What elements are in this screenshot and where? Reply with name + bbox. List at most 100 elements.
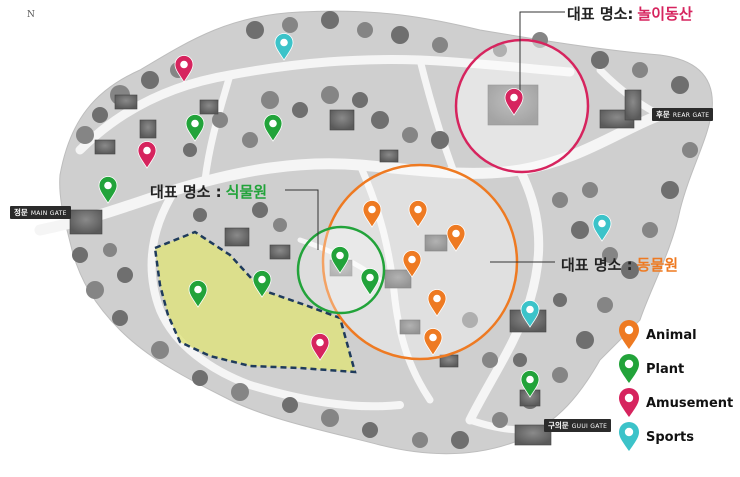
animal-pin[interactable]	[427, 289, 447, 317]
animal-pin[interactable]	[423, 328, 443, 356]
plant-pin[interactable]	[520, 370, 540, 398]
tree-icon	[92, 107, 108, 123]
tree-icon	[632, 62, 648, 78]
tree-icon	[292, 102, 308, 118]
tree-icon	[112, 310, 128, 326]
plant-pin[interactable]	[188, 280, 208, 308]
animal-pin[interactable]	[362, 200, 382, 228]
sports-pin-icon	[619, 422, 639, 451]
tree-icon	[117, 267, 133, 283]
tree-icon	[231, 383, 249, 401]
building-icon	[424, 234, 448, 252]
trees-and-buildings	[69, 11, 698, 449]
legend: Animal Plant Amusement Sports	[618, 318, 733, 454]
sports-pin[interactable]	[274, 33, 294, 61]
compass-north: N	[27, 10, 35, 20]
plant-pin[interactable]	[98, 176, 118, 204]
building-icon	[94, 139, 116, 155]
callout-leader-lines	[285, 11, 565, 263]
building-icon	[624, 89, 642, 121]
tree-icon	[362, 422, 378, 438]
tree-icon	[321, 11, 339, 29]
amusement-pin[interactable]	[174, 55, 194, 83]
tree-icon	[192, 370, 208, 386]
building-icon	[224, 227, 250, 247]
tree-icon	[552, 192, 568, 208]
tree-icon	[513, 353, 527, 367]
animal-pin[interactable]	[446, 224, 466, 252]
tree-icon	[273, 218, 287, 232]
map-pins[interactable]	[98, 33, 612, 398]
tree-icon	[571, 221, 589, 239]
tree-icon	[193, 208, 207, 222]
amusement-pin-icon	[619, 388, 639, 417]
tree-icon	[141, 71, 159, 89]
amusement-highlight-circle	[454, 38, 590, 174]
tree-icon	[261, 91, 279, 109]
tree-icon	[482, 352, 498, 368]
sports-pin[interactable]	[592, 214, 612, 242]
legend-label-sports: Sports	[646, 429, 694, 445]
tree-icon	[451, 431, 469, 449]
building-icon	[379, 149, 399, 163]
legend-item-sports[interactable]: Sports	[618, 420, 733, 454]
amusement-pin[interactable]	[310, 333, 330, 361]
plant-pin[interactable]	[330, 246, 350, 274]
amusement-pin[interactable]	[137, 141, 157, 169]
plant-pin[interactable]	[263, 114, 283, 142]
tree-icon	[591, 51, 609, 69]
building-icon	[139, 119, 157, 139]
legend-label-animal: Animal	[646, 327, 697, 343]
building-icon	[329, 109, 355, 131]
building-icon	[199, 99, 219, 115]
rear-gate-en: REAR GATE	[672, 112, 710, 119]
tree-icon	[661, 181, 679, 199]
tree-icon	[431, 131, 449, 149]
callout-plant-prefix: 대표 명소 :	[150, 183, 222, 201]
tree-icon	[352, 92, 368, 108]
legend-item-plant[interactable]: Plant	[618, 352, 733, 386]
tree-icon	[493, 43, 507, 57]
tree-icon	[72, 247, 88, 263]
tree-icon	[402, 127, 418, 143]
guui-gate-en: GUUI GATE	[571, 423, 608, 430]
legend-item-amusement[interactable]: Amusement	[618, 386, 733, 420]
tree-icon	[492, 412, 508, 428]
tree-icon	[391, 26, 409, 44]
tree-icon	[642, 222, 658, 238]
legend-label-plant: Plant	[646, 361, 685, 377]
building-icon	[384, 269, 412, 289]
tree-icon	[621, 261, 639, 279]
legend-item-animal[interactable]: Animal	[618, 318, 733, 352]
callout-animal: 대표 명소 :동물원	[561, 254, 678, 275]
tree-icon	[553, 293, 567, 307]
sports-pin[interactable]	[520, 300, 540, 328]
building-icon	[114, 94, 138, 110]
amusement-pin[interactable]	[504, 88, 524, 116]
tree-icon	[282, 397, 298, 413]
tree-icon	[76, 126, 94, 144]
tree-icon	[552, 367, 568, 383]
plant-pin[interactable]	[185, 114, 205, 142]
main-gate-ko: 정문	[14, 208, 28, 217]
animal-pin[interactable]	[408, 200, 428, 228]
tree-icon	[86, 281, 104, 299]
animal-pin[interactable]	[402, 250, 422, 278]
tree-icon	[412, 432, 428, 448]
callout-amusement-place: 놀이동산	[637, 5, 693, 23]
tree-icon	[183, 143, 197, 157]
main-gate-en: MAIN GATE	[30, 210, 67, 217]
tree-icon	[597, 297, 613, 313]
building-icon	[269, 244, 291, 260]
plant-pin-icon	[619, 354, 639, 383]
building-icon	[399, 319, 421, 335]
tree-icon	[462, 312, 478, 328]
plant-pin[interactable]	[252, 270, 272, 298]
plant-pin[interactable]	[360, 268, 380, 296]
highlighted-zone[interactable]	[153, 230, 357, 374]
